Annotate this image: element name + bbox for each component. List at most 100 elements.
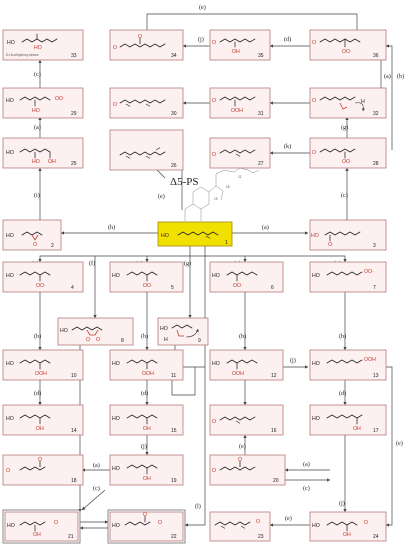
compound-21: HO OH O 21 [2,509,81,544]
svg-text:H: H [164,337,168,343]
svg-text:HO: HO [112,523,120,529]
svg-text:O: O [212,419,216,425]
svg-text:HO: HO [6,233,14,239]
svg-text:HO: HO [32,159,40,165]
svg-text:27: 27 [258,161,264,167]
svg-text:29: 29 [71,111,77,117]
svg-text:HO: HO [160,326,168,332]
svg-text:OO·: OO· [143,283,153,289]
compound-34: O O 34 [109,29,184,61]
compound-11: HO OOH 11 [109,349,184,381]
svg-text:HO: HO [212,273,220,279]
label-g: (g) [341,124,348,131]
label-b5: (b) [339,333,346,340]
label-a8: (a) [93,462,100,469]
svg-text:O: O [113,45,117,51]
svg-text:HO: HO [7,40,15,46]
svg-text:O: O [212,152,216,158]
svg-text:O: O [138,34,142,40]
svg-text:9: 9 [198,338,201,344]
compound-9: HO H 9 [157,317,209,346]
svg-text:10: 10 [71,373,77,379]
label-j2: (j) [290,357,296,364]
compound-26: 26 [109,129,184,171]
svg-text:15: 15 [171,428,177,434]
svg-text:O: O [238,457,242,463]
label-b3: (b) [141,333,148,340]
label-l: (l) [195,503,201,510]
reaction-labels: (e) (j) (d) (b) (a) (g) (k) (c) (e) (a) … [32,4,404,522]
svg-text:O: O [158,520,162,526]
svg-text:18: 18 [71,478,77,484]
svg-text:HO: HO [112,361,120,367]
svg-text:HO: HO [112,273,120,279]
svg-text:HO: HO [60,328,68,334]
label-a2: (a) [262,224,269,231]
svg-text:O: O [86,337,90,343]
svg-text:OH: OH [143,476,151,482]
svg-text:25: 25 [71,161,77,167]
svg-text:24: 24 [373,534,379,540]
svg-text:O: O [312,40,316,46]
label-e: (e) [199,4,206,11]
compound-28: O OO· 28 [309,137,387,169]
compound-10: HO OOH 10 [2,349,84,381]
compound-7: HO OO· 7 [309,261,387,293]
label-e5: (e) [285,515,292,522]
label-d2: (d) [34,390,41,397]
compound-30: O 30 [109,87,184,119]
compound-20: O O 20 [209,454,286,486]
compound-25: HO HO OH 25 [2,137,84,169]
svg-text:11: 11 [171,373,176,379]
compound-8: HO O O 8 [57,317,134,346]
svg-text:30: 30 [171,111,177,117]
compound-2: HO O 2 [2,219,62,251]
svg-text:8: 8 [121,338,124,344]
compound-12: HO OOH 12 [209,349,284,381]
svg-text:31: 31 [258,111,264,117]
svg-text:O: O [212,98,216,104]
compound-15: HO OH 15 [109,404,184,436]
compound-33: HO HO D-Ho-dihydroxy-ketone 33 [2,29,84,61]
svg-text:23: 23 [258,534,264,540]
label-f: (f) [89,260,95,267]
label-e2: (e) [158,193,165,200]
svg-text:O: O [212,468,216,474]
label-e4: (e) [396,440,403,447]
svg-text:OO·: OO· [342,159,352,165]
svg-text:OH: OH [343,532,351,538]
svg-text:35: 35 [258,53,264,59]
svg-text:21: 21 [238,175,242,179]
svg-text:H: H [361,99,365,105]
svg-text:OH: OH [48,159,56,165]
svg-text:O: O [312,98,316,104]
svg-text:5: 5 [171,285,174,291]
svg-text:D-Ho-dihydroxy-ketone: D-Ho-dihydroxy-ketone [6,53,39,57]
label-d4: (d) [339,390,346,397]
svg-text:O: O [113,102,117,108]
svg-text:3: 3 [373,243,376,249]
compound-17: HO OH 17 [309,404,387,436]
svg-text:HO: HO [112,466,120,472]
svg-text:O: O [33,242,37,248]
svg-text:HO: HO [6,150,14,156]
svg-text:21: 21 [68,534,74,540]
svg-text:HO: HO [212,361,220,367]
label-a9: (a) [303,461,310,468]
svg-text:HO: HO [311,233,319,239]
svg-text:36: 36 [373,53,379,59]
label-j4: (j) [339,500,345,507]
svg-text:OO·: OO· [342,49,352,55]
svg-text:16: 16 [271,428,277,434]
svg-text:19: 19 [171,478,177,484]
svg-text:HO: HO [6,98,14,104]
compound-31: O OOH 31 [209,87,271,119]
svg-text:26: 26 [171,163,177,169]
svg-text:4: 4 [71,285,74,291]
svg-text:O: O [96,337,100,343]
label-c: (c) [341,192,348,199]
label-h: (h) [108,224,115,231]
svg-text:O: O [364,520,368,526]
svg-text:OOH: OOH [35,371,47,377]
